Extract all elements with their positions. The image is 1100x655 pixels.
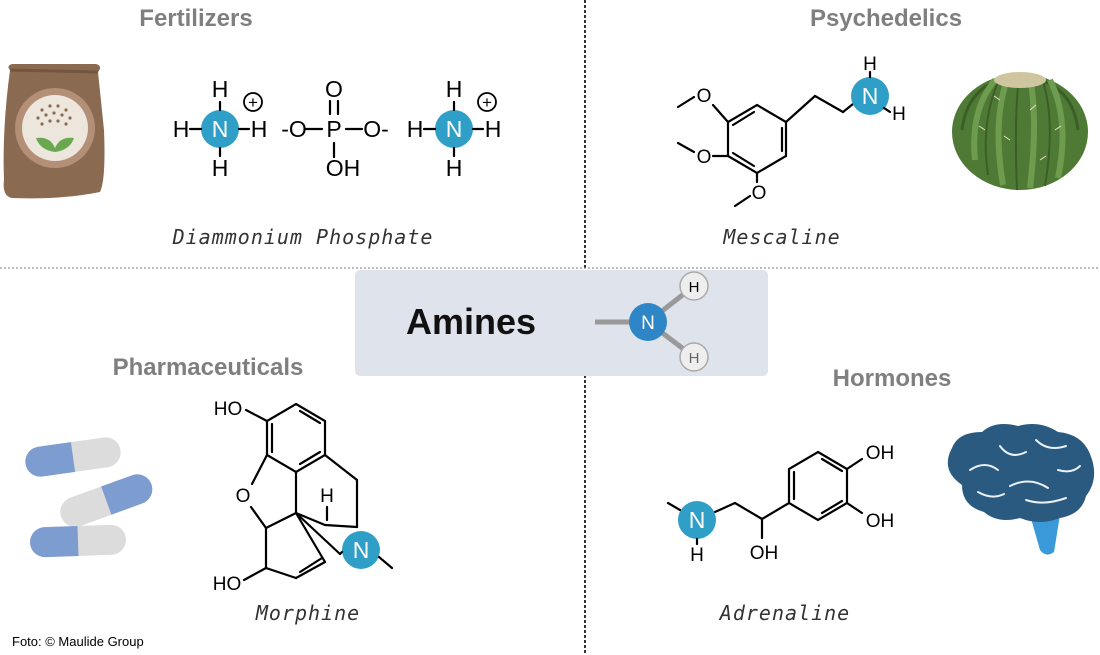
- svg-text:N: N: [641, 313, 655, 334]
- svg-text:O-: O-: [363, 116, 389, 142]
- svg-text:N: N: [689, 507, 706, 533]
- svg-text:OH: OH: [866, 511, 895, 532]
- svg-text:OH: OH: [866, 443, 895, 464]
- svg-text:N: N: [212, 116, 229, 142]
- svg-text:H: H: [212, 76, 229, 102]
- fertilizer-bag-icon: [3, 64, 105, 199]
- amine-ball-stick-model: H H N: [595, 271, 709, 372]
- mescaline-structure: N H H O O O: [676, 54, 906, 208]
- heading-hormones: Hormones: [833, 365, 952, 392]
- svg-text:H: H: [485, 116, 502, 142]
- center-box: [355, 270, 768, 376]
- brain-icon: [947, 424, 1095, 555]
- svg-text:H: H: [407, 116, 424, 142]
- svg-text:O: O: [752, 183, 767, 204]
- svg-text:OH: OH: [326, 155, 361, 181]
- svg-text:H: H: [892, 104, 906, 125]
- compound-name-adrenaline: Adrenaline: [718, 601, 850, 625]
- photo-credit: Foto: © Maulide Group: [12, 634, 144, 649]
- svg-text:+: +: [482, 93, 492, 112]
- svg-text:H: H: [212, 155, 229, 181]
- svg-text:OH: OH: [750, 543, 779, 564]
- cactus-icon: [952, 72, 1088, 191]
- svg-text:H: H: [863, 54, 877, 75]
- heading-pharmaceuticals: Pharmaceuticals: [113, 354, 304, 381]
- svg-text:H: H: [689, 350, 700, 367]
- svg-text:O: O: [325, 76, 343, 102]
- svg-text:H: H: [173, 116, 190, 142]
- svg-text:O: O: [697, 147, 712, 168]
- adrenaline-structure: OH OH OH N H: [666, 443, 895, 566]
- svg-text:P: P: [326, 116, 341, 142]
- compound-name-morphine: Morphine: [255, 601, 360, 625]
- heading-fertilizers: Fertilizers: [139, 5, 252, 32]
- compound-name-mescaline: Mescaline: [722, 225, 840, 249]
- svg-text:N: N: [446, 116, 463, 142]
- morphine-structure: HO O H HO N: [213, 399, 394, 595]
- svg-text:H: H: [689, 279, 700, 296]
- heading-psychedelics: Psychedelics: [810, 5, 962, 32]
- svg-text:H: H: [251, 116, 268, 142]
- center-title: Amines: [406, 301, 536, 342]
- svg-text:N: N: [353, 537, 370, 563]
- svg-text:O: O: [697, 86, 712, 107]
- svg-text:H: H: [690, 545, 704, 566]
- svg-text:+: +: [248, 93, 258, 112]
- diammonium-phosphate-structure: H H H H N + -O P O- O OH H H H H N +: [173, 76, 502, 181]
- svg-text:N: N: [862, 83, 879, 109]
- compound-name-diammonium-phosphate: Diammonium Phosphate: [172, 225, 434, 249]
- svg-text:H: H: [320, 486, 334, 507]
- svg-text:O: O: [236, 486, 251, 507]
- svg-text:HO: HO: [214, 399, 243, 420]
- svg-text:HO: HO: [213, 574, 242, 595]
- capsules-icon: [25, 437, 153, 558]
- svg-text:-O: -O: [281, 116, 307, 142]
- svg-text:H: H: [446, 76, 463, 102]
- svg-text:H: H: [446, 155, 463, 181]
